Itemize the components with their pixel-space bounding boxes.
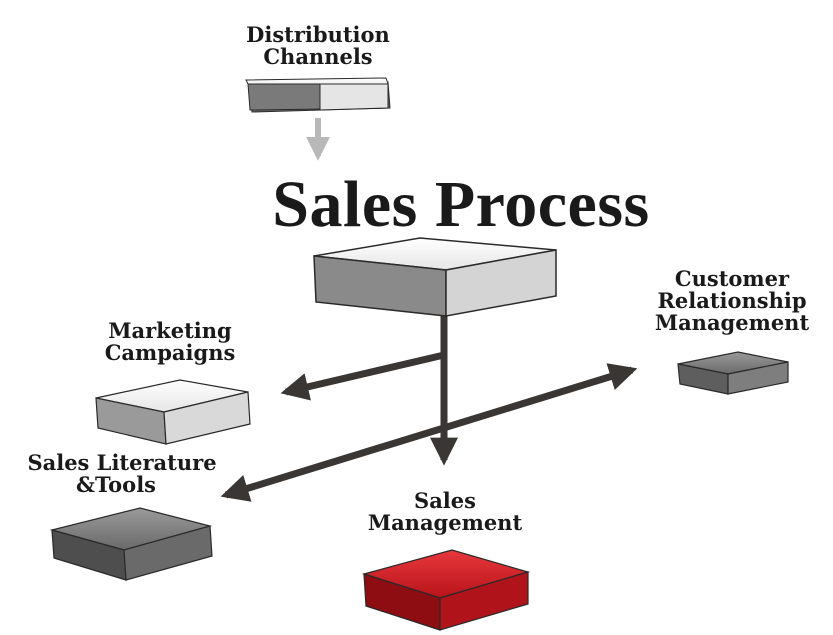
block-sales-management <box>361 549 531 631</box>
label-line: Management <box>654 310 810 336</box>
label-line: Sales Literature <box>27 450 217 475</box>
label-line: Sales <box>414 488 476 513</box>
label-line: Customer <box>674 266 790 291</box>
arrow-crm-literature <box>220 363 638 502</box>
label-distribution-channels: Distribution Channels <box>230 22 406 70</box>
label-line: &Tools <box>76 472 156 498</box>
label-marketing-campaigns: Marketing Campaigns <box>90 318 250 366</box>
page-title: Sales Process <box>272 168 650 241</box>
block-customer-relationship-management <box>677 351 789 395</box>
label-line: Campaigns <box>104 340 236 366</box>
label-line: Marketing <box>108 318 232 343</box>
label-line: Channels <box>263 44 373 70</box>
block-marketing-campaigns <box>95 379 251 445</box>
label-customer-relationship-management: Customer Relationship Management <box>640 266 824 336</box>
label-sales-literature-tools: Sales Literature &Tools <box>12 450 232 498</box>
label-line: Relationship <box>657 288 807 314</box>
block-sales-process <box>313 237 557 317</box>
block-sales-literature-tools <box>49 507 213 581</box>
arrow-to-marketing <box>280 351 445 401</box>
connectors <box>220 118 638 502</box>
label-line: Distribution <box>246 22 390 47</box>
block-distribution-channels <box>245 77 391 113</box>
label-sales-management: Sales Management <box>350 488 540 536</box>
label-line: Management <box>367 510 523 536</box>
